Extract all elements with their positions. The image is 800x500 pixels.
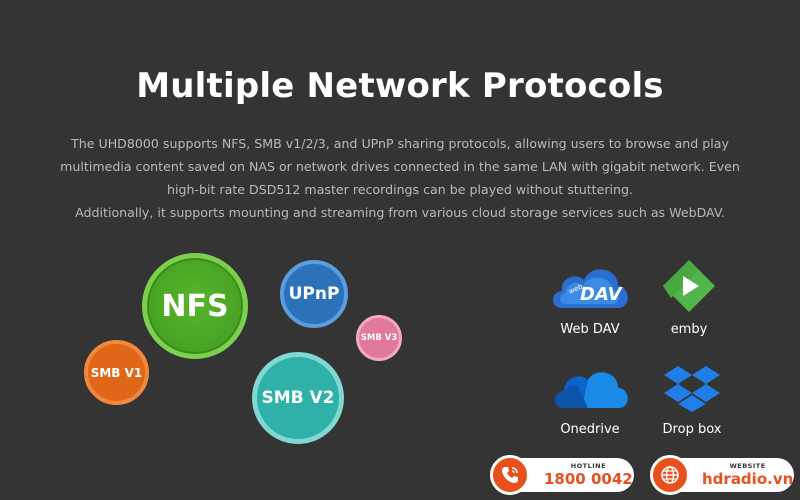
smb-v1-bubble: SMB V1 — [84, 340, 149, 405]
globe-icon — [650, 455, 690, 495]
webdav-logo-text: DAV — [580, 284, 624, 305]
nfs-bubble: NFS — [142, 253, 248, 359]
onedrive-service: Onedrive — [545, 362, 635, 437]
emby-label: emby — [670, 322, 708, 337]
website-caption: WEBSITE — [729, 462, 766, 471]
smb-v3-bubble: SMB V3 — [356, 315, 402, 361]
description: The UHD8000 supports NFS, SMB v1/2/3, an… — [40, 132, 760, 224]
website-url[interactable]: hdradio.vn — [702, 469, 794, 488]
description-line: multimedia content saved on NAS or netwo… — [60, 159, 740, 174]
onedrive-icon — [555, 372, 628, 408]
emby-service: emby — [654, 258, 724, 337]
nfs-label: NFS — [161, 288, 229, 324]
emby-icon — [663, 260, 715, 312]
page-title: Multiple Network Protocols — [136, 66, 664, 106]
smb-v2-label: SMB V2 — [261, 388, 335, 408]
dropbox-icon — [664, 366, 720, 412]
dropbox-label: Drop box — [662, 422, 722, 437]
description-line: The UHD8000 supports NFS, SMB v1/2/3, an… — [71, 136, 729, 151]
webdav-icon: web DAV — [553, 269, 628, 308]
dropbox-service: Drop box — [654, 362, 730, 437]
upnp-bubble: UPnP — [280, 260, 348, 328]
description-line: Additionally, it supports mounting and s… — [75, 205, 725, 220]
hotline-caption: HOTLINE — [570, 462, 607, 471]
onedrive-label: Onedrive — [560, 422, 620, 437]
smb-v2-bubble: SMB V2 — [252, 352, 344, 444]
upnp-label: UPnP — [288, 284, 340, 304]
smb-v1-label: SMB V1 — [90, 365, 143, 380]
webdav-service: web DAV Web DAV — [545, 258, 635, 337]
phone-icon — [490, 455, 530, 495]
hotline-number[interactable]: 1800 0042 — [544, 469, 633, 488]
website-badge[interactable]: WEBSITE hdradio.vn — [650, 455, 794, 495]
webdav-label: Web DAV — [560, 322, 620, 337]
smb-v3-label: SMB V3 — [360, 333, 398, 343]
description-line: high-bit rate DSD512 master recordings c… — [166, 182, 634, 197]
hotline-badge[interactable]: HOTLINE 1800 0042 — [490, 455, 634, 495]
